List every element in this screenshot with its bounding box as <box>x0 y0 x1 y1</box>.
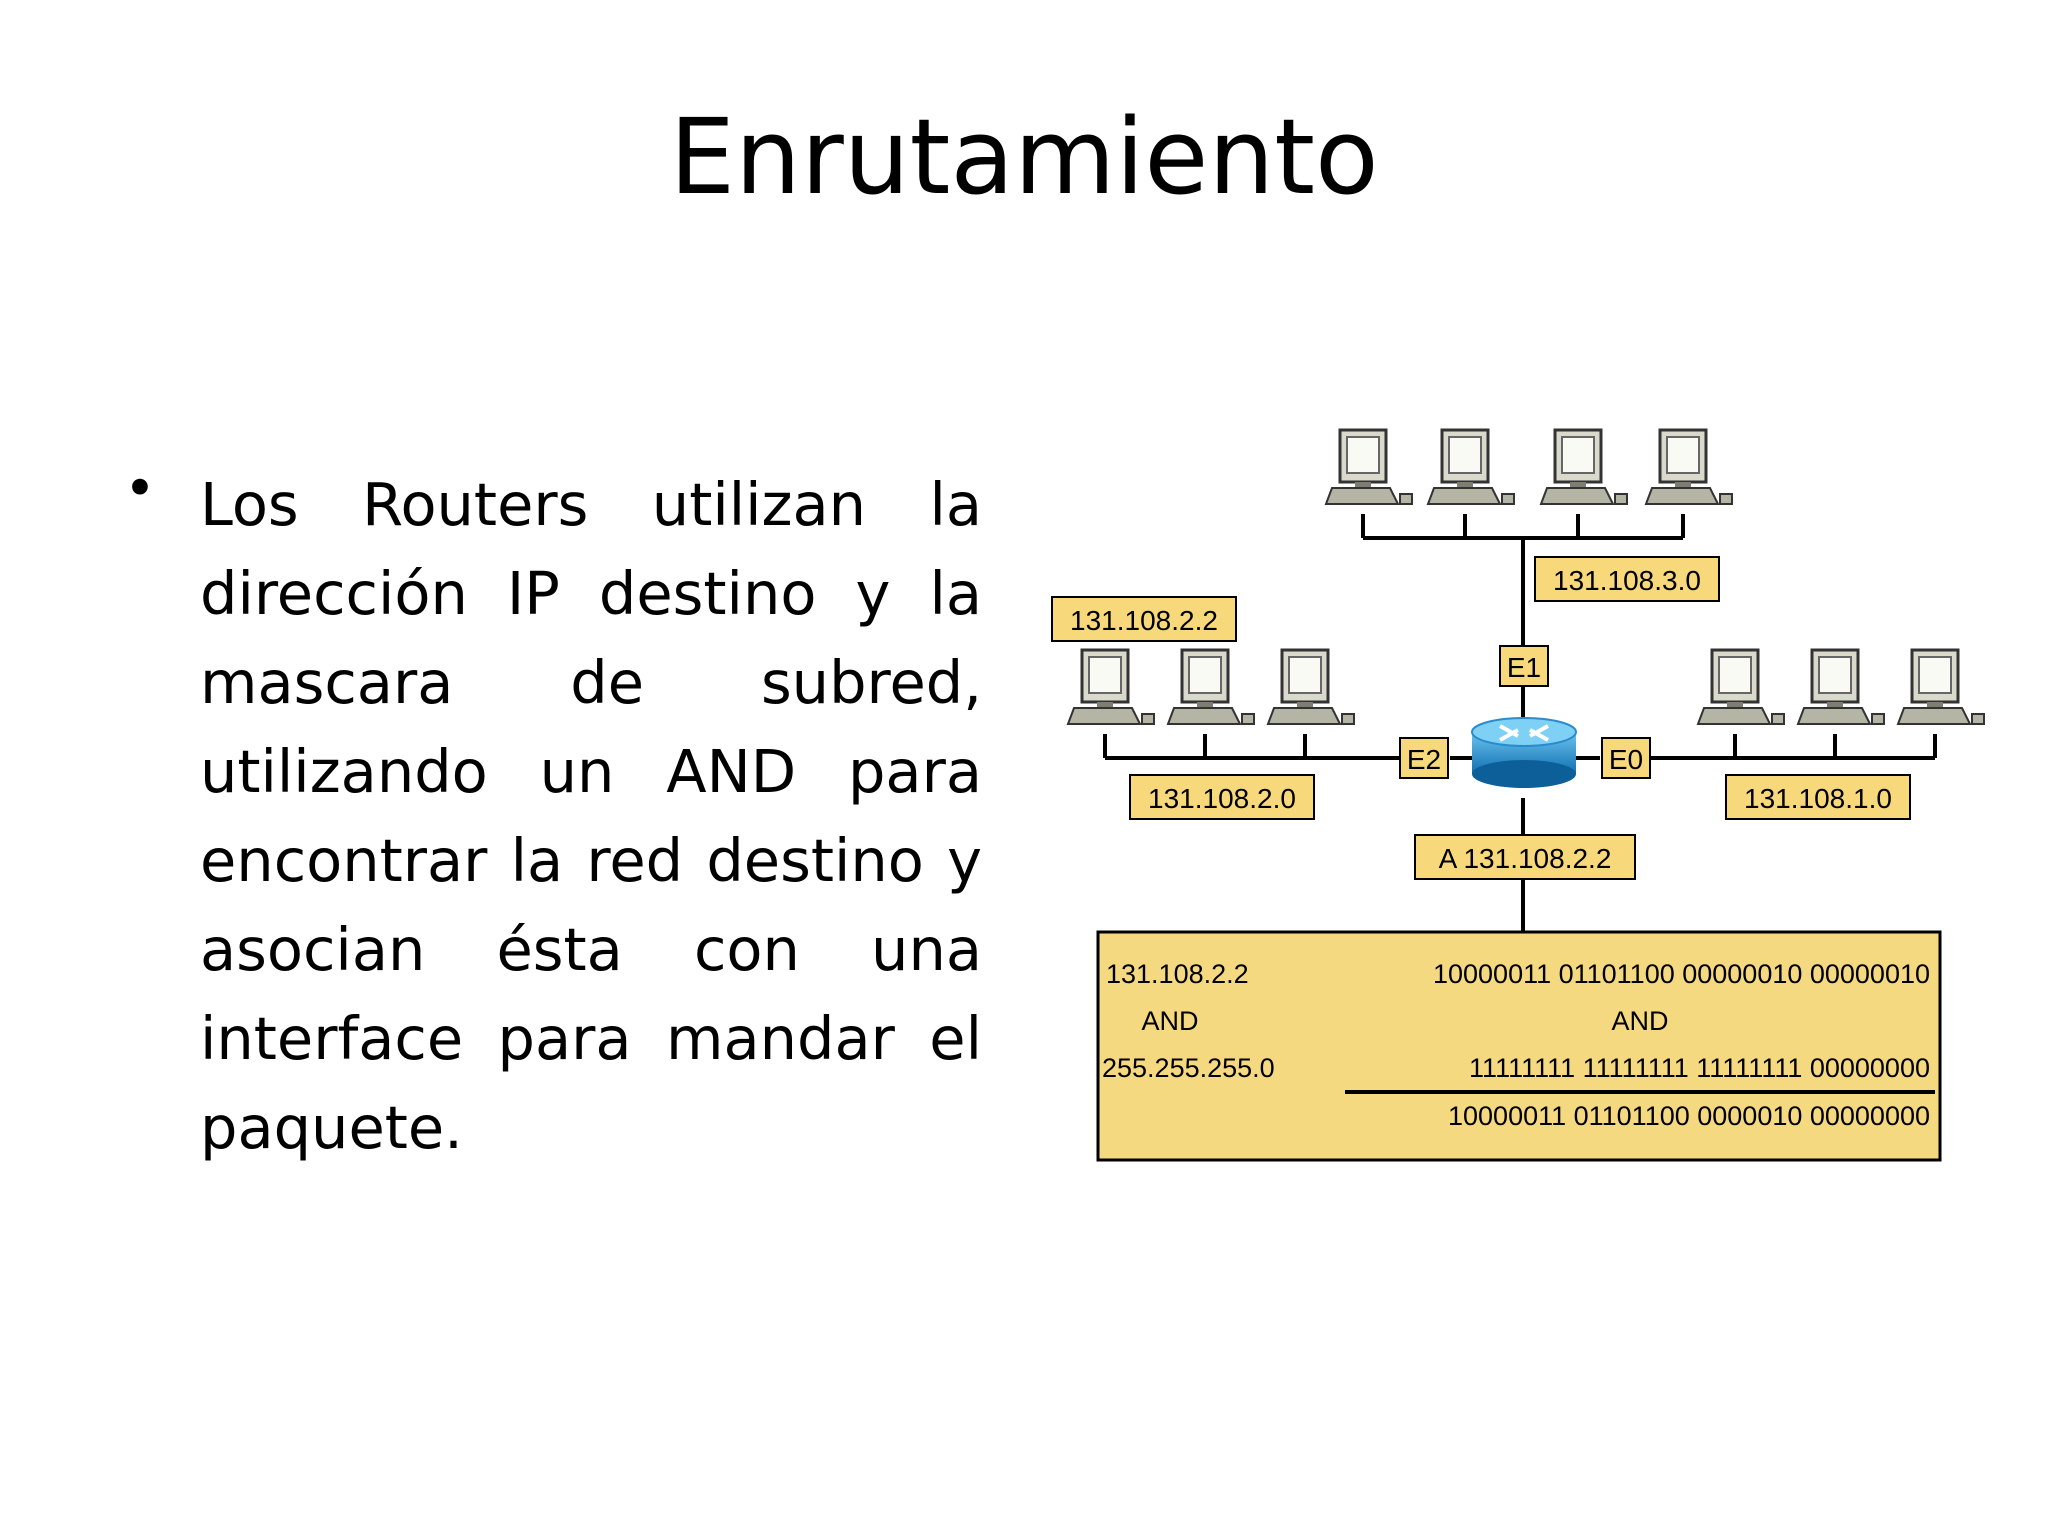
label-e2-text: E2 <box>1407 744 1441 775</box>
calc-result-bits: 10000011 01101100 0000010 00000000 <box>1448 1101 1930 1131</box>
label-network-right: 131.108.1.0 <box>1725 774 1911 820</box>
label-network-left-text: 131.108.2.0 <box>1148 783 1296 814</box>
and-calculation-panel: 131.108.2.2 AND 255.255.255.0 10000011 0… <box>1096 930 1942 1162</box>
calc-and-right: AND <box>1611 1006 1668 1036</box>
top-hosts <box>1324 428 1734 506</box>
calc-and-left: AND <box>1141 1006 1198 1036</box>
label-e1: E1 <box>1499 645 1549 687</box>
slide-title: Enrutamiento <box>669 96 1379 218</box>
calc-ip: 131.108.2.2 <box>1106 959 1249 989</box>
label-destination: A 131.108.2.2 <box>1414 834 1636 880</box>
label-network-top: 131.108.3.0 <box>1534 556 1720 602</box>
computer-icon <box>1166 648 1256 726</box>
computer-icon <box>1696 648 1786 726</box>
router-icon <box>1471 717 1577 788</box>
label-network-top-text: 131.108.3.0 <box>1553 565 1701 596</box>
label-host: 131.108.2.2 <box>1051 596 1237 642</box>
calc-mask: 255.255.255.0 <box>1102 1053 1275 1083</box>
cables-final <box>1103 514 1937 940</box>
calc-ip-bits: 10000011 01101100 00000010 00000010 <box>1433 959 1930 989</box>
label-e1-text: E1 <box>1507 652 1541 683</box>
computer-icon <box>1266 648 1356 726</box>
label-e0-text: E0 <box>1609 744 1643 775</box>
label-e0: E0 <box>1601 737 1651 779</box>
computer-icon <box>1644 428 1734 506</box>
computer-icon <box>1066 648 1156 726</box>
computer-icon <box>1796 648 1886 726</box>
bullet-marker: • <box>124 457 156 520</box>
computer-icon <box>1539 428 1629 506</box>
label-network-right-text: 131.108.1.0 <box>1744 783 1892 814</box>
left-hosts <box>1066 648 1356 726</box>
label-host-text: 131.108.2.2 <box>1070 605 1218 636</box>
computer-icon <box>1426 428 1516 506</box>
right-hosts <box>1696 648 1986 726</box>
label-network-left: 131.108.2.0 <box>1129 774 1315 820</box>
label-e2: E2 <box>1399 737 1449 779</box>
label-destination-text: A 131.108.2.2 <box>1439 843 1612 874</box>
calc-mask-bits: 11111111 11111111 11111111 00000000 <box>1469 1053 1930 1083</box>
bullet-text: Los Routers utilizan la dirección IP des… <box>200 470 982 1162</box>
computer-icon <box>1324 428 1414 506</box>
ip-routing-figure: 131.108.3.0 131.108.2.2 E1 E2 E0 <box>1040 410 2020 1170</box>
computer-icon <box>1896 648 1986 726</box>
